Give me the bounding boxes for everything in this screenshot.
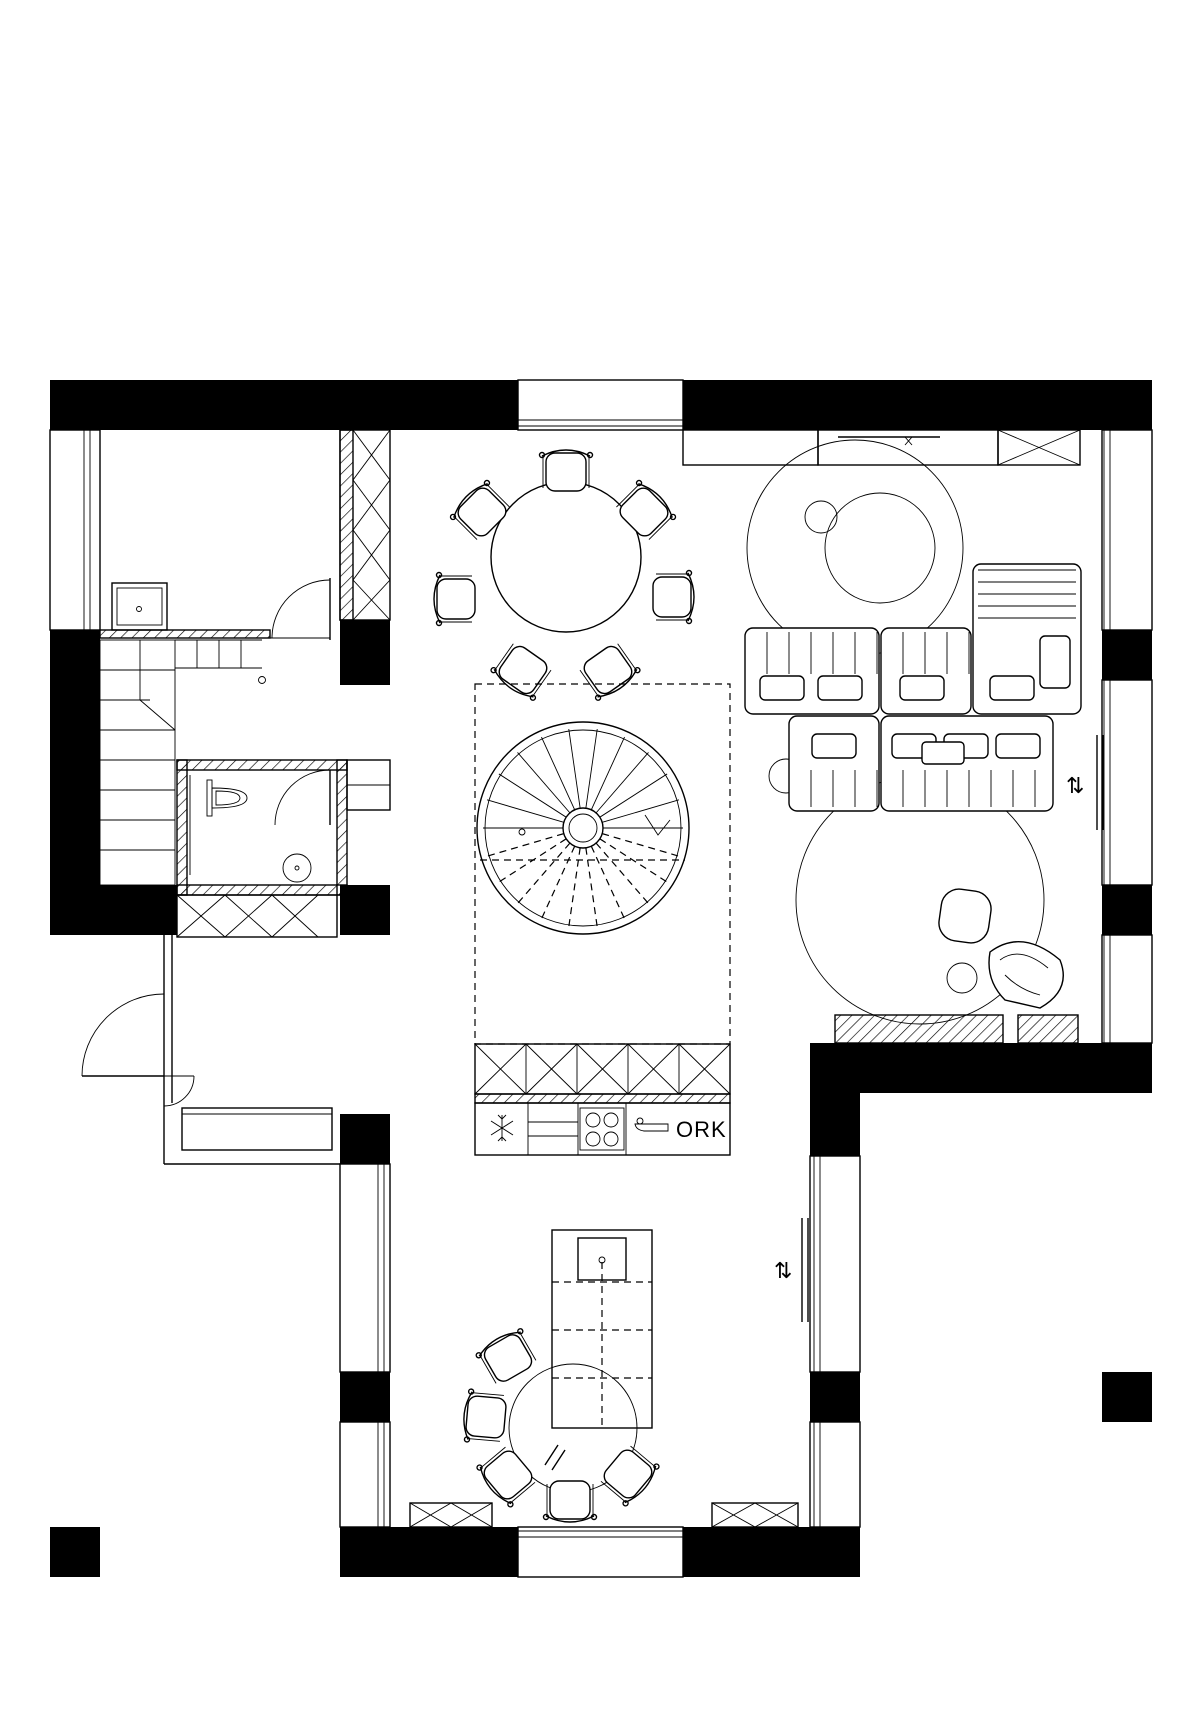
stair-tread <box>585 847 598 928</box>
bathroom <box>189 769 331 883</box>
sliding-door-bottom: ⇅ <box>774 1218 809 1322</box>
stair-tread <box>498 773 567 818</box>
storage-room <box>111 578 331 640</box>
dining-chair <box>652 569 695 625</box>
stair-tread <box>599 773 668 818</box>
stair-tread <box>568 728 581 809</box>
stair-tread <box>595 752 649 814</box>
interior-partitions <box>99 429 1081 1165</box>
stair-tread <box>595 842 649 904</box>
dining-chair <box>475 1328 537 1384</box>
toilet-icon <box>206 779 248 817</box>
sliding-door-top: ⇅ <box>1066 735 1104 830</box>
windows <box>49 379 1153 1578</box>
stair-tread <box>599 838 668 883</box>
cooktop-icon <box>579 1107 625 1151</box>
living-room: ⇅ <box>744 439 1104 1025</box>
stair-tread <box>590 736 625 810</box>
stair-tread <box>486 833 564 857</box>
stair-tread <box>540 845 576 920</box>
upper-dining-group <box>433 449 695 701</box>
stair-tread <box>602 799 680 823</box>
dining-chair <box>542 1480 598 1523</box>
dining-chair <box>476 1446 536 1508</box>
stair-tread <box>541 736 576 810</box>
kitchen-dining: ⇅ <box>409 1218 809 1528</box>
stair-tread <box>590 845 626 920</box>
kitchen-counter: ORK <box>474 1043 731 1156</box>
stair-tread <box>585 728 598 809</box>
stair-tread <box>568 847 581 928</box>
dining-chair <box>433 571 476 627</box>
oven-label: ORK <box>676 1117 727 1142</box>
straight-staircase <box>99 639 266 886</box>
dining-chair <box>616 479 677 540</box>
stair-tread <box>517 752 571 814</box>
dining-chair <box>600 1445 660 1507</box>
dining-chair <box>449 479 510 540</box>
entrance-door <box>81 993 195 1107</box>
sliding-door-arrow-bottom: ⇅ <box>774 1259 792 1284</box>
sectional-sofa <box>744 563 1082 812</box>
shower-drain-icon <box>282 853 312 883</box>
armchair <box>938 888 1064 1009</box>
dining-chair <box>463 1388 507 1443</box>
sliding-door-arrow-top: ⇅ <box>1066 774 1084 799</box>
dining-chair <box>490 643 552 701</box>
exterior-walls <box>50 380 1152 1577</box>
sink-icon <box>634 1117 669 1132</box>
spiral-staircase <box>474 683 731 1045</box>
dining-chair <box>538 449 594 492</box>
dining-chair <box>579 643 641 701</box>
snowflake-icon <box>490 1114 514 1142</box>
stair-tread <box>602 833 680 857</box>
stair-tread <box>517 842 571 904</box>
stair-tread <box>486 799 564 823</box>
